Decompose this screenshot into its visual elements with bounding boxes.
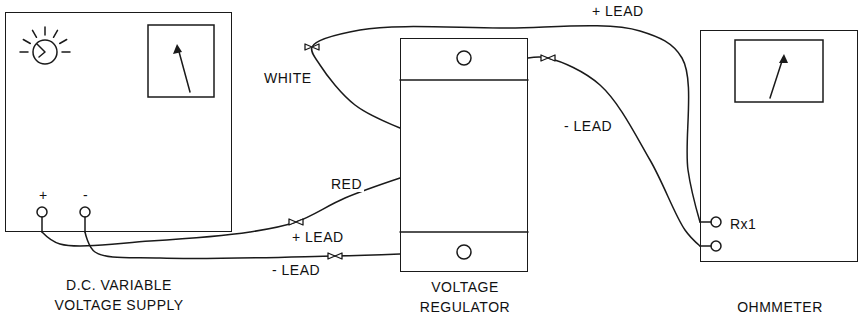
terminal-post [711,217,721,227]
wire-color: RED [329,176,364,192]
device-caption: D.C. VARIABLE VOLTAGE SUPPLY [44,275,194,315]
mounting-hole [457,245,471,259]
test-lead [312,26,700,222]
terminal-sign: - [81,187,90,203]
lead-stub [700,222,711,246]
knob-rays [20,27,70,52]
alligator-clip [289,219,303,225]
range-setting: Rx1 [730,214,756,234]
terminal-post [37,207,47,217]
meter-needle [770,58,783,98]
alligator-clip [541,55,555,61]
lead-label: + LEAD [290,229,346,245]
test-lead [528,57,700,246]
lead-stub [42,217,85,232]
voltage-regulator: VOLTAGE REGULATOR [400,38,528,272]
lead-label: - LEAD [270,262,322,278]
lead-label: + LEAD [590,3,646,19]
ohmmeter: OHMMETERRx1 [700,30,858,262]
terminal-sign: + [37,187,50,203]
regulator-tabs [400,80,528,232]
meter-window [148,25,214,97]
mounting-hole [457,51,471,65]
control-knob [33,40,57,64]
wire-color: WHITE [262,70,314,86]
meter-needle [178,48,190,92]
device-caption: VOLTAGE REGULATOR [401,277,529,317]
alligator-clip [328,253,342,259]
terminal-post [80,207,90,217]
test-lead [85,232,400,259]
knob-pointer [37,44,45,57]
alligator-clip [305,44,319,50]
needle-head [173,44,182,54]
lead-label: - LEAD [562,118,614,134]
terminal-post [711,241,721,251]
needle-head [779,54,788,63]
device-caption: OHMMETER [720,297,840,317]
meter-window [735,40,823,102]
